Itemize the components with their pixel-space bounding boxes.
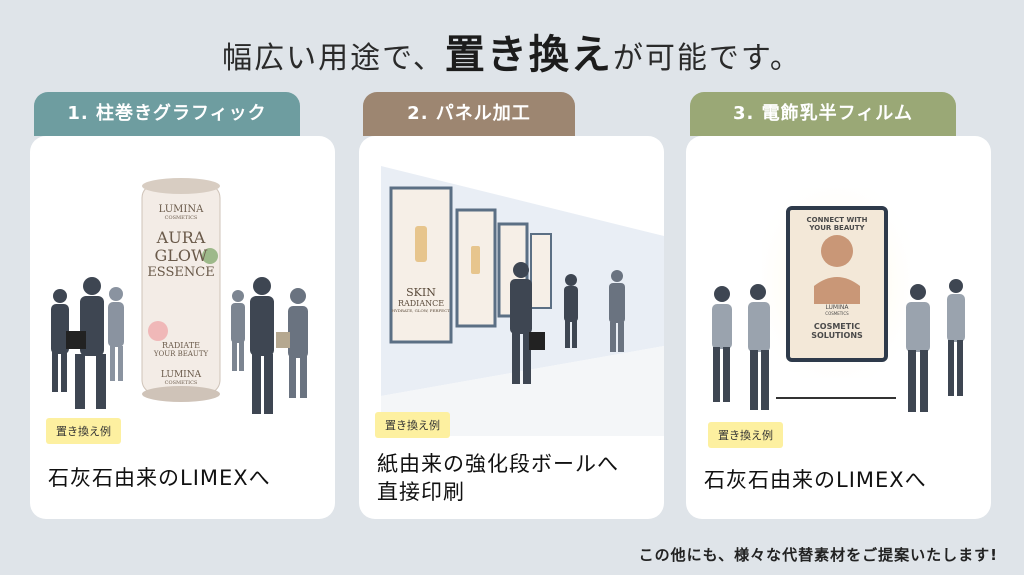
title-part-1: 幅広い用途で、 — [222, 41, 445, 76]
card-caption: 石灰石由来のLIMEXへ — [704, 468, 927, 492]
pillar-text: LUMINA COSMETICS AURA GLOW ESSENCE RADIA… — [147, 204, 215, 386]
page-title: 幅広い用途で、置き換えが可能です。 — [0, 22, 1024, 80]
tab-panel-processing: 2. パネル加工 — [363, 92, 575, 136]
title-emphasis: 置き換え — [444, 32, 613, 78]
title-part-2: が可能です。 — [612, 41, 802, 76]
tab-pillar-graphic: 1. 柱巻きグラフィック — [34, 92, 300, 136]
footer-note: この他にも、様々な代替素材をご提案いたします! — [638, 546, 998, 564]
poster-text: SKIN RADIANCE HYDRATE, GLOW, PERFECT. — [391, 286, 451, 313]
card-caption: 紙由来の強化段ボールへ 直接印刷 — [377, 452, 619, 504]
card-lightbox-film: CONNECT WITH YOUR BEAUTY LUMINA COSMETIC… — [686, 136, 991, 519]
panel-illustration — [381, 166, 664, 436]
example-badge: 置き換え例 — [46, 418, 121, 444]
card-panel-processing: SKIN RADIANCE HYDRATE, GLOW, PERFECT. 置き… — [359, 136, 664, 519]
card-caption: 石灰石由来のLIMEXへ — [48, 466, 271, 490]
lightbox-illustration — [712, 188, 965, 412]
example-badge: 置き換え例 — [708, 422, 783, 448]
lightbox-text: CONNECT WITH YOUR BEAUTY LUMINA COSMETIC… — [806, 216, 868, 340]
example-badge: 置き換え例 — [375, 412, 450, 438]
tab-lightbox-film: 3. 電飾乳半フィルム — [690, 92, 956, 136]
card-pillar-graphic: LUMINA COSMETICS AURA GLOW ESSENCE RADIA… — [30, 136, 335, 519]
pillar-illustration — [51, 178, 308, 414]
